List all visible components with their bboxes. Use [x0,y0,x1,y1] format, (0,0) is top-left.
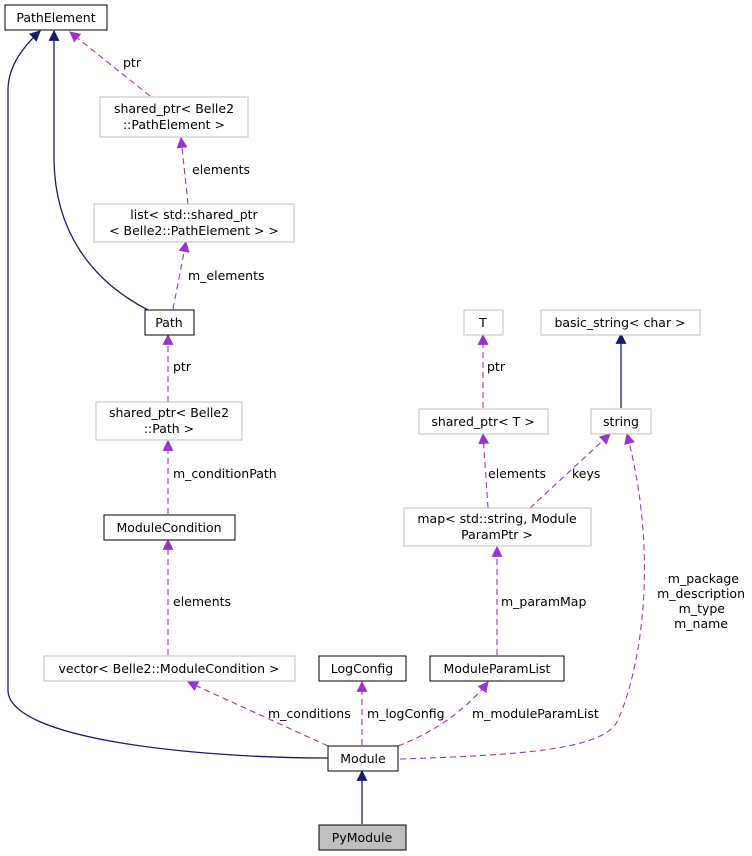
edge-path-to-path-element [48,29,149,311]
edge-elements-map [478,432,490,509]
node-log-config[interactable]: LogConfig [318,655,407,682]
node-shared-ptr-path[interactable]: shared_ptr< Belle2 ::Path > [95,401,243,441]
svg-text:shared_ptr< Belle2: shared_ptr< Belle2 [114,101,234,116]
svg-text:PathElement: PathElement [16,10,95,25]
svg-text:list< std::shared_ptr: list< std::shared_ptr [130,207,258,222]
edge-elements-list [176,136,189,205]
label-keys: keys [572,466,600,481]
node-module[interactable]: Module [327,745,399,772]
svg-text:basic_string< char >: basic_string< char > [554,315,685,330]
label-ptr-path-element: ptr [123,55,142,70]
node-map[interactable]: map< std::string, Module ParamPtr > [403,507,592,547]
node-path[interactable]: Path [144,309,195,336]
edge-ptr-path-element [69,31,151,97]
svg-text:::PathElement >: ::PathElement > [123,117,225,132]
edge-m-module-param-list [397,681,489,747]
label-m-param-map: m_paramMap [501,594,586,609]
label-m-condition-path: m_conditionPath [173,466,277,481]
svg-text:T: T [478,315,487,330]
label-elements-vector: elements [173,594,231,609]
node-basic-string[interactable]: basic_string< char > [540,309,701,336]
svg-text:::Path >: ::Path > [144,421,194,436]
label-elements-map: elements [488,466,546,481]
svg-text:vector< Belle2::ModuleConditio: vector< Belle2::ModuleCondition > [59,661,280,676]
label-m-log-config: m_logConfig [367,706,445,721]
svg-text:LogConfig: LogConfig [331,661,393,676]
edge-m-elements [172,240,190,310]
edge-keys [529,433,611,509]
label-m-conditions: m_conditions [268,706,351,721]
svg-text:map< std::string, Module: map< std::string, Module [417,511,577,526]
label-string-member-3: m_name [674,616,728,631]
label-ptr-path: ptr [173,359,192,374]
node-string[interactable]: string [590,408,652,435]
svg-text:< Belle2::PathElement > >: < Belle2::PathElement > > [109,223,279,238]
node-t[interactable]: T [463,309,504,336]
node-module-param-list[interactable]: ModuleParamList [429,655,565,682]
label-string-member-1: m_description [657,586,745,601]
node-shared-ptr-t[interactable]: shared_ptr< T > [418,408,549,435]
svg-text:Path: Path [155,315,182,330]
node-py-module[interactable]: PyModule [318,824,407,851]
svg-text:string: string [603,414,639,429]
svg-text:shared_ptr< Belle2: shared_ptr< Belle2 [109,405,229,420]
label-string-member-2: m_type [679,601,726,616]
svg-text:ParamPtr >: ParamPtr > [461,527,533,542]
node-module-condition[interactable]: ModuleCondition [103,514,236,541]
node-list-shared-ptr[interactable]: list< std::shared_ptr < Belle2::PathElem… [93,203,295,243]
svg-text:ModuleParamList: ModuleParamList [444,661,551,676]
edge-module-to-path-element [7,30,329,759]
label-m-module-param-list: m_moduleParamList [472,706,599,721]
label-ptr-t: ptr [487,359,506,374]
label-string-member-0: m_package [668,571,740,586]
label-m-elements: m_elements [188,268,264,283]
node-path-element[interactable]: PathElement [4,4,108,31]
svg-text:Module: Module [340,751,386,766]
node-shared-ptr-path-element[interactable]: shared_ptr< Belle2 ::PathElement > [99,96,249,138]
svg-text:ModuleCondition: ModuleCondition [116,520,221,535]
label-elements-list: elements [192,162,250,177]
svg-text:shared_ptr< T >: shared_ptr< T > [431,414,534,429]
edge-m-conditions [186,681,329,747]
svg-text:PyModule: PyModule [332,830,393,845]
node-vector-module-condition[interactable]: vector< Belle2::ModuleCondition > [43,655,296,682]
